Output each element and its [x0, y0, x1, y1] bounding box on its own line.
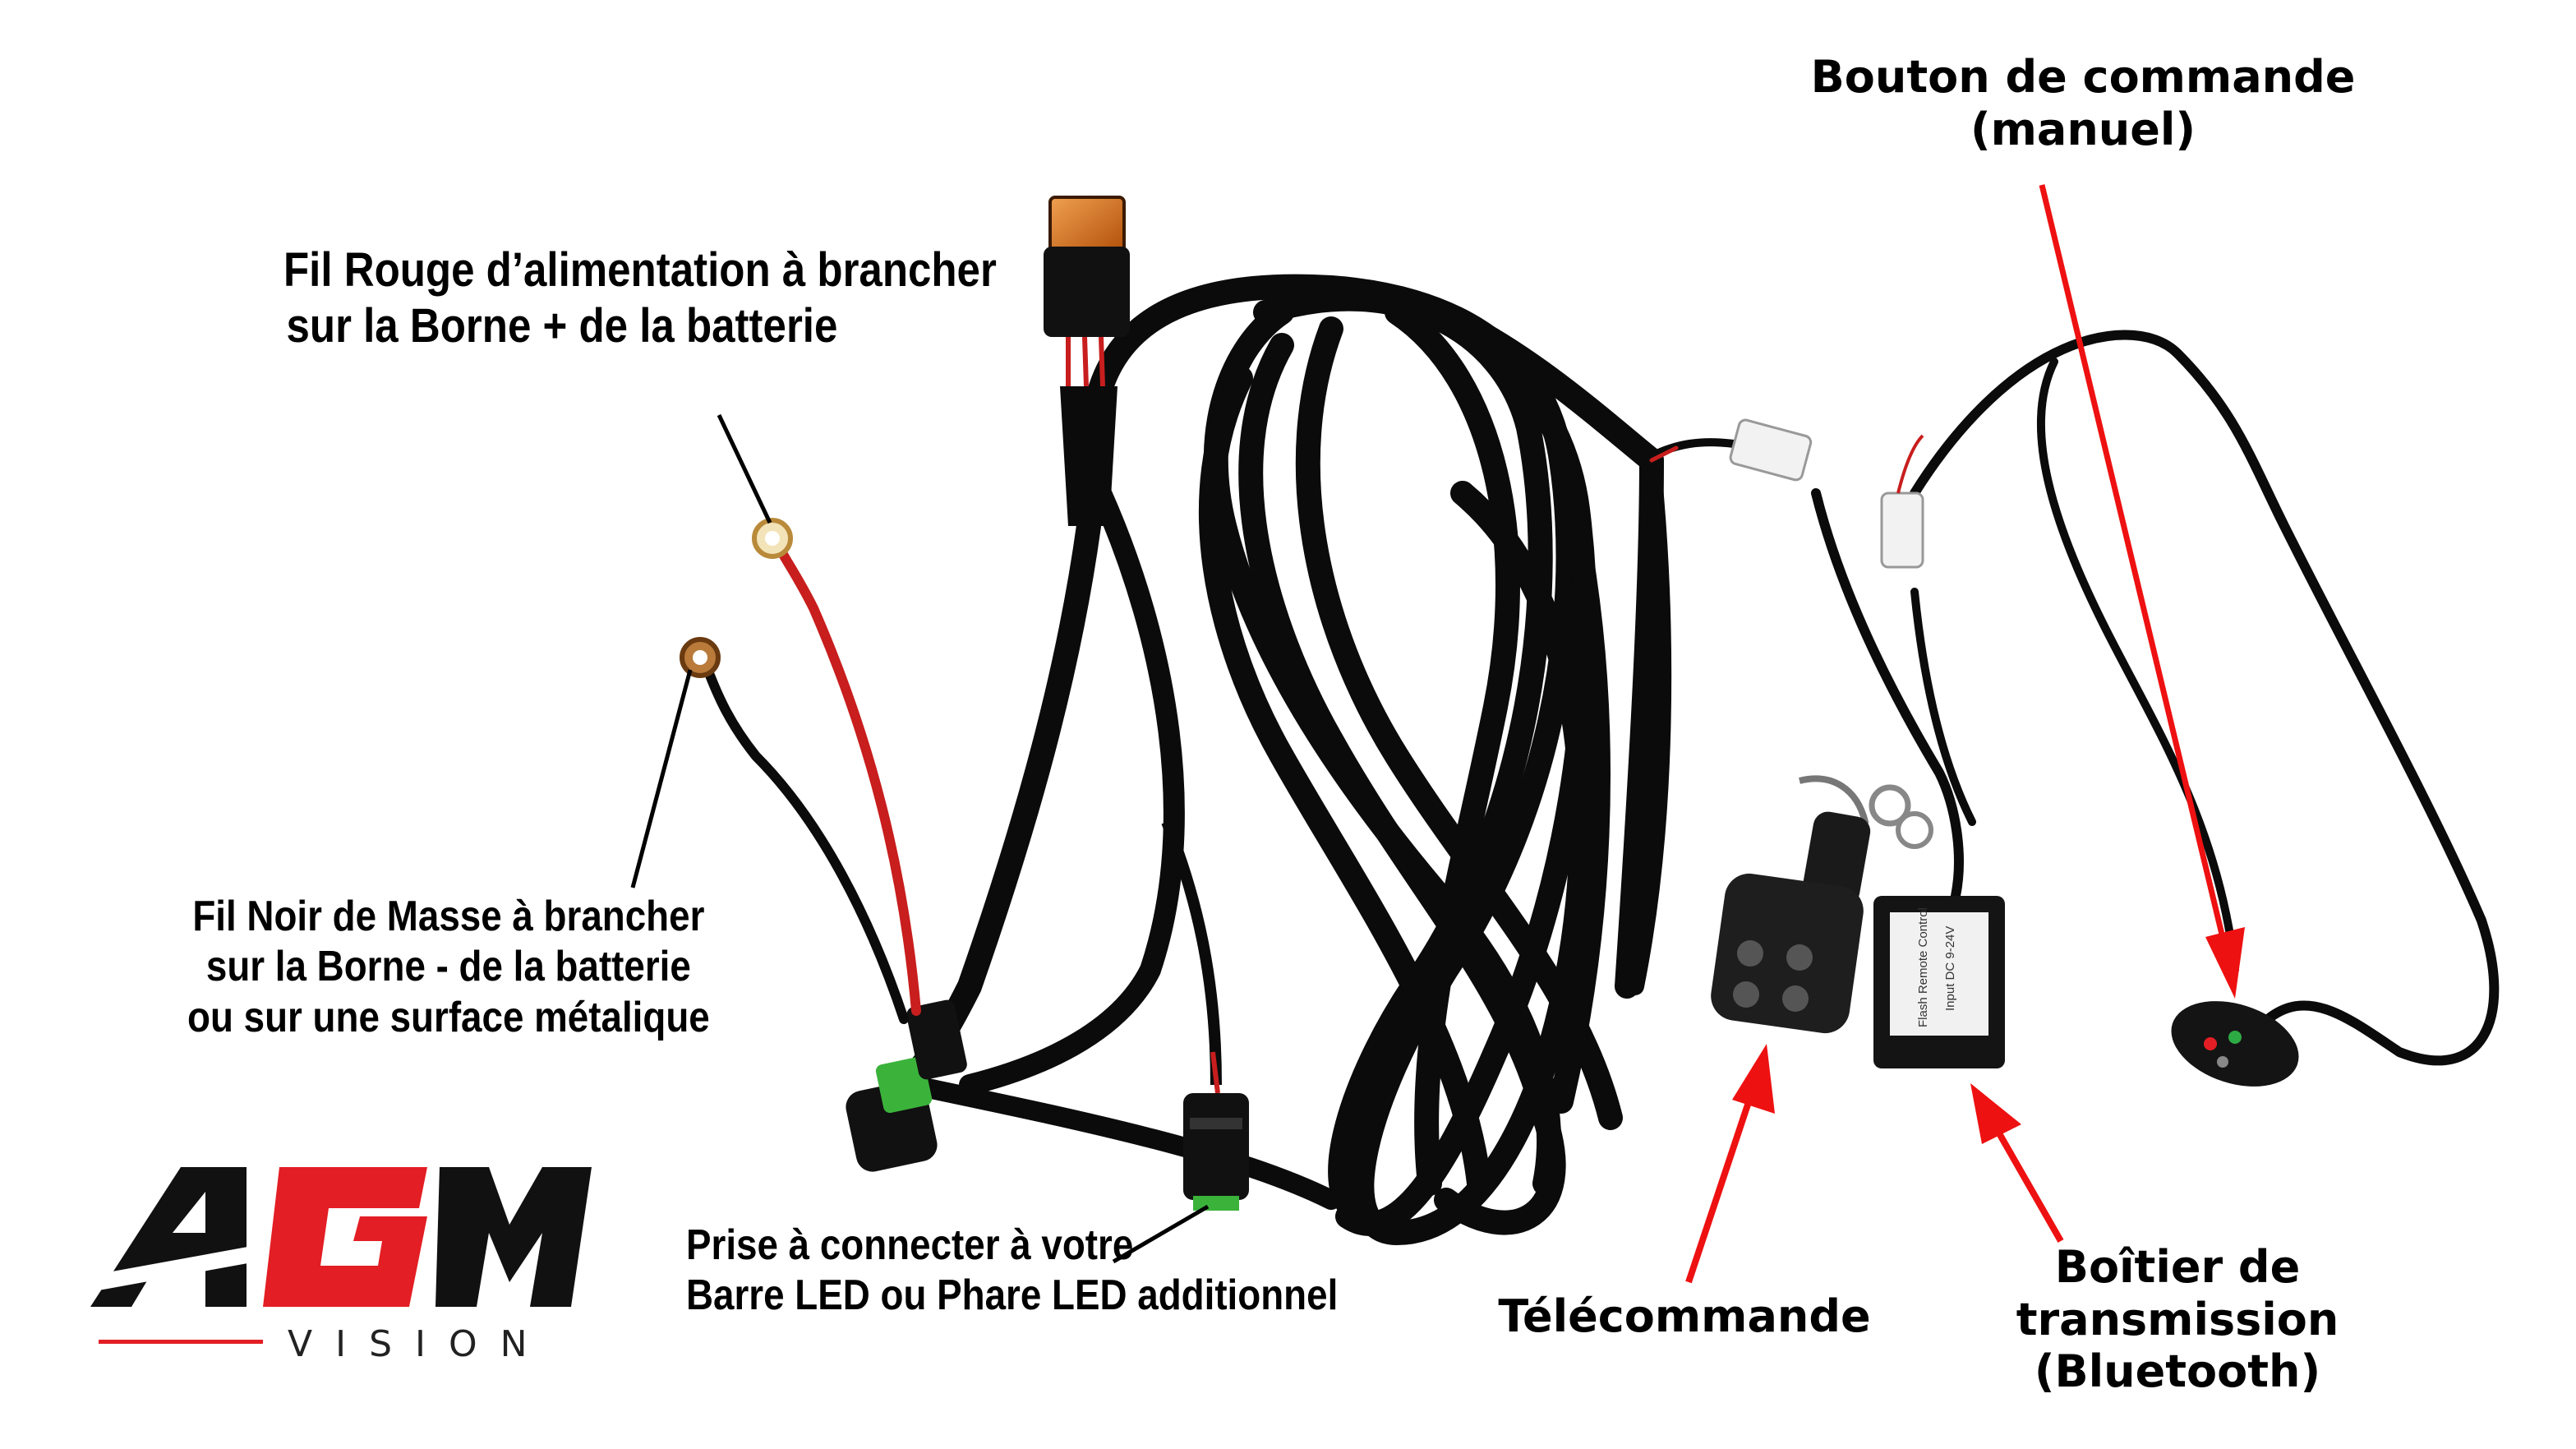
led-plug-connector [1161, 819, 1249, 1211]
logo-letter-m [435, 1167, 592, 1307]
logo-letter-g [263, 1167, 427, 1307]
remote-control [1711, 775, 1933, 1034]
main-harness-coil [1080, 274, 1664, 1246]
red-arrows [1685, 184, 2245, 1284]
label-red-wire: Fil Rouge d’alimentation à brancher sur … [283, 242, 997, 355]
label-black-wire-line-2: sur la Borne - de la batterie [205, 943, 691, 991]
label-led-plug: Prise à connecter à votre Barre LED ou P… [686, 1221, 1338, 1322]
label-box-line-3: (Bluetooth) [2034, 1345, 2321, 1398]
logo-subtitle: VISION [288, 1323, 551, 1365]
controller-branch [1626, 438, 1738, 995]
label-transmission-box: Boîtier de transmission (Bluetooth) [1964, 1241, 2391, 1398]
red-power-wire [752, 518, 921, 1016]
white-connector-1 [1729, 418, 1813, 482]
label-remote: Télécommande [1463, 1290, 1906, 1343]
pointer-lines [630, 413, 1210, 1264]
label-box-line-2: transmission [2016, 1293, 2339, 1345]
label-box-line-1: Boîtier de [2054, 1241, 2301, 1293]
black-ground-wire [680, 637, 909, 1024]
label-manual-button-line-2: (manuel) [1970, 103, 2196, 155]
white-connector-2 [1880, 434, 1924, 569]
label-remote-line-1: Télécommande [1498, 1290, 1871, 1342]
fuse-holder [846, 999, 967, 1172]
manual-button [2171, 1001, 2299, 1087]
label-led-plug-line-1: Prise à connecter à votre [686, 1221, 1134, 1269]
label-led-plug-line-2: Barre LED ou Phare LED additionnel [686, 1271, 1339, 1320]
controller-wires [1811, 330, 2500, 1066]
label-manual-button-line-1: Bouton de commande [1810, 51, 2356, 103]
label-red-wire-line-1: Fil Rouge d’alimentation à brancher [283, 243, 997, 297]
box-text-2: Input DC 9-24V [1943, 926, 1957, 1011]
label-red-wire-line-2: sur la Borne + de la batterie [286, 299, 838, 353]
agm-vision-logo: VISION [90, 1167, 592, 1365]
logo-letter-a [90, 1167, 279, 1307]
box-text-1: Flash Remote Control [1916, 907, 1930, 1027]
label-black-wire-line-3: ou sur une surface métalique [187, 993, 710, 1041]
label-manual-button: Bouton de commande (manuel) [1771, 51, 2395, 155]
label-black-wire-line-1: Fil Noir de Masse à brancher [192, 893, 705, 940]
label-black-wire: Fil Noir de Masse à brancher sur la Born… [187, 892, 710, 1043]
transmission-box: Flash Remote Control Input DC 9-24V [1873, 896, 2005, 1068]
